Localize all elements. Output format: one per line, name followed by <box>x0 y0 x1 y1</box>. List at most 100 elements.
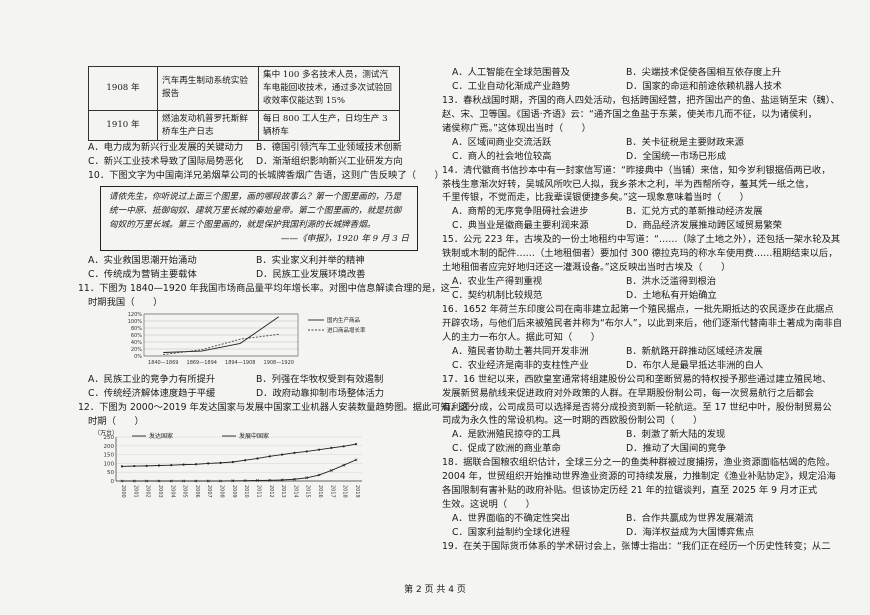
table-cell-content: 每日 800 工人生产，日均生产 3 辆桥车 <box>258 109 400 142</box>
option-d[interactable]: D．全国统一市场已形成 <box>626 150 727 162</box>
option-b[interactable]: B．新航路开辟推动区域经济发展 <box>626 345 763 357</box>
q13-line: 赵、宋、卫等国。《国语·齐语》云：“通齐国之鱼盐于东莱，使关市几而不征，以为诸侯… <box>442 108 817 120</box>
option-b[interactable]: B．合作共赢成为世界发展潮流 <box>626 513 754 524</box>
data-point <box>219 479 222 483</box>
option-a[interactable]: A．是欧洲殖民掠夺的工具 <box>452 429 561 441</box>
option-c[interactable]: C．商人的社会地位较高 <box>452 150 552 162</box>
data-point <box>170 463 173 466</box>
data-point <box>354 442 358 445</box>
table-cell-name: 汽车再生制动系统实验报告 <box>157 66 259 111</box>
option-d[interactable]: D．海洋权益成为大国博弈焦点 <box>626 526 755 538</box>
option-a[interactable]: A．区域间商业交流活跃 <box>452 136 552 148</box>
data-point <box>305 450 308 453</box>
option-d[interactable]: D．国家的命运和前途依赖机器人技术 <box>626 80 782 92</box>
data-point <box>305 476 309 479</box>
option-d[interactable]: D．土地私有开始确立 <box>626 290 717 301</box>
option-b[interactable]: B．汇兑方式的革新推动经济发展 <box>626 206 763 218</box>
x-tick-label: 2013 <box>280 485 286 498</box>
y-tick-label: 120% <box>128 312 143 318</box>
x-tick-label: 2006 <box>194 485 200 498</box>
option-d[interactable]: D．推动了大国间的竞争 <box>626 443 727 455</box>
x-tick-label: 2019 <box>354 485 360 498</box>
x-tick-label: 1869—1894 <box>187 360 217 366</box>
q11-stem: 11．下图为 1840—1920 年我国市场商品量平均年增长率。对图中信息解读合… <box>78 283 460 295</box>
option-a[interactable]: A．农业生产得到重视 <box>452 276 543 288</box>
data-point <box>342 444 345 448</box>
history-table: 1908 年 汽车再生制动系统实验报告 集中 100 多名技术人员，测试汽车电能… <box>88 66 400 142</box>
legend-label: 发达国家 <box>149 432 173 440</box>
option-a[interactable]: A．世界面临的不确定性突出 <box>452 513 570 524</box>
data-point <box>231 460 234 463</box>
y-tick-label: 100 <box>104 461 115 467</box>
y-tick-label: 100% <box>128 319 143 325</box>
y-tick-label: 150 <box>104 452 115 458</box>
option-d[interactable]: D．民族工业发展环境改善 <box>256 269 366 281</box>
data-point <box>145 479 149 483</box>
data-point <box>317 473 321 477</box>
data-point <box>145 464 148 467</box>
y-tick-label: 200 <box>104 444 115 450</box>
option-a[interactable]: A．人工智能在全球范围普及 <box>452 67 570 78</box>
q18-options: A．世界面临的不确定性突出 B．合作共赢成为世界发展潮流 C．国家利益制约全球化… <box>442 512 792 540</box>
x-tick-label: 2008 <box>219 485 225 498</box>
left-column: 1908 年 汽车再生制动系统实验报告 集中 100 多名技术人员，测试汽车电能… <box>78 66 478 510</box>
option-c[interactable]: C．促成了欧洲的商业革命 <box>452 443 561 455</box>
y-tick-label: 50 <box>107 470 114 476</box>
q12-stem: 12．下图为 2000～2019 年发达国家与发展中国家工业机器人安装数量趋势图… <box>78 401 478 413</box>
option-b[interactable]: B．关卡征税是主要财政来源 <box>626 136 744 148</box>
data-point <box>317 448 321 451</box>
data-point <box>268 454 271 458</box>
data-point <box>231 479 235 482</box>
data-point <box>207 462 210 465</box>
x-tick-label: 1908—1920 <box>264 360 294 366</box>
option-c[interactable]: C．新兴工业技术导致了国际局势恶化 <box>88 156 244 168</box>
data-point <box>293 477 296 481</box>
option-c[interactable]: C．典当业是徽商最主要利润来源 <box>452 220 589 232</box>
data-point <box>194 462 197 466</box>
option-b[interactable]: B．德国引领汽车工业领域技术创新 <box>256 142 402 154</box>
q15-line: 铁制或木制的配件……（土地租佃者）要加付 300 德拉克玛的称水车使用费……租期… <box>442 248 838 260</box>
data-point <box>256 457 259 460</box>
x-tick-label: 2001 <box>132 485 138 498</box>
option-d[interactable]: D．渐渐组织影响新兴工业研发方向 <box>256 156 403 168</box>
q15-line: 15．公元 223 年，古埃及的一份土地租约中写道：“……（除了土地之外），还包… <box>442 234 841 246</box>
q14-line: 茶栈生意渐次好转，吴城风所吹已人拟，我乡茶木之利，半为西帮所夺，羞其凭一纸之信， <box>442 178 814 190</box>
q12-options: A．人工智能在全球范围普及 B．尖端技术促使各国相互依存度上升 C．工业自动化渐… <box>442 66 792 94</box>
x-tick-label: 2002 <box>145 485 151 498</box>
option-c[interactable]: C．传统经济解体速度趋于平缓 <box>88 387 216 399</box>
y-tick-label: 0 <box>111 479 115 485</box>
series-line <box>121 443 357 467</box>
data-point <box>268 478 272 482</box>
option-b[interactable]: B．刺激了新大陆的发现 <box>626 429 726 441</box>
option-a[interactable]: A．殖民者协助土著共同开发非洲 <box>452 345 589 357</box>
option-b[interactable]: B．实业家义利并举的精神 <box>256 255 365 267</box>
option-c[interactable]: C．契约机制比较规范 <box>452 290 543 301</box>
series-line <box>122 459 357 482</box>
data-point <box>256 478 259 482</box>
option-d[interactable]: D．商品经济发展推动跨区域贸易繁荣 <box>626 220 782 232</box>
data-point <box>243 478 247 482</box>
option-b[interactable]: B．洪水泛滥得到根治 <box>626 276 717 288</box>
option-a[interactable]: A．实业救国思潮开始涌动 <box>88 255 197 267</box>
option-c[interactable]: C．工业自动化渐成产业趋势 <box>452 80 571 92</box>
option-b[interactable]: B．列强在华牧权受到有效遏制 <box>256 373 384 385</box>
option-b[interactable]: B．尖端技术促使各国相互依存度上升 <box>626 67 782 78</box>
option-d[interactable]: D．布尔人是最早抵达非洲的白人 <box>626 359 764 371</box>
option-d[interactable]: D．政府动靠抑制市场整体活力 <box>256 387 385 399</box>
option-c[interactable]: C．农业经济是南非的支柱性产业 <box>452 359 589 371</box>
q17-line: 司成为永久性的常设机构。这一时期的西欧股份制公司（ ） <box>442 415 703 427</box>
x-tick-label: 2012 <box>268 485 274 498</box>
legend-label: 进口商品增长率 <box>327 326 366 334</box>
q13-line: 13．春秋战国时期，齐国的商人四处活动，包括跨国经营，把齐国出产的鱼、盐运销至宋… <box>442 94 840 106</box>
x-tick-label: 2003 <box>157 485 163 498</box>
x-tick-label: 2005 <box>182 485 188 498</box>
option-a[interactable]: A．民族工业的竞争力有所提升 <box>88 373 216 385</box>
option-a[interactable]: A．电力成为新兴行业发展的关键动力 <box>88 142 244 154</box>
q15-line: 土地租佃者应完好地归还这一灌溉设备。”这反映出当时古埃及（ ） <box>442 262 731 274</box>
y-tick-label: 80% <box>131 326 142 332</box>
option-c[interactable]: C．国家利益制约全球化进程 <box>452 526 571 538</box>
option-a[interactable]: A．商帮的无序竞争阻碍社会进步 <box>452 206 589 218</box>
option-c[interactable]: C．传统成为营销主要载体 <box>88 269 197 281</box>
